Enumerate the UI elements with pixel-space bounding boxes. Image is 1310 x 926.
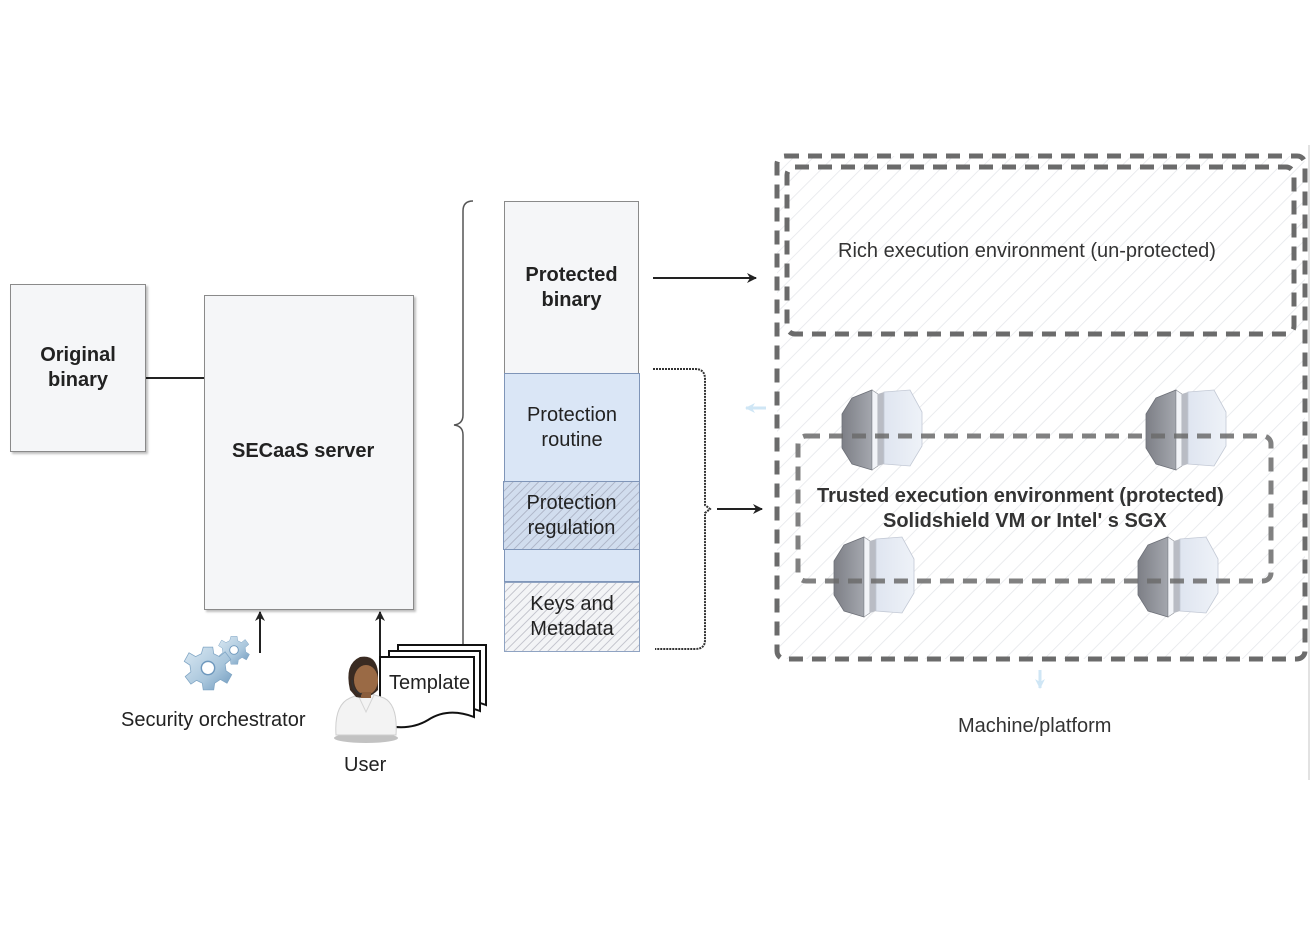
template-document-icon — [379, 644, 487, 729]
machine-platform-label: Machine/platform — [958, 715, 1112, 737]
blank-segment — [504, 549, 640, 582]
template-label: Template — [389, 672, 471, 694]
original-binary-box[interactable]: Original binary — [10, 284, 146, 452]
chip-icon-top-left — [841, 389, 923, 471]
protection-routine-label: Protection routine — [526, 404, 618, 451]
machine-platform-container — [774, 153, 1308, 662]
protection-regulation-segment[interactable]: Protection regulation — [503, 481, 640, 550]
user-avatar-icon — [334, 656, 398, 743]
protection-routine-segment[interactable]: Protection routine — [504, 373, 640, 483]
secaas-server-label: SECaaS server — [232, 440, 375, 462]
chip-icon-bottom-right — [1137, 536, 1219, 618]
rich-env-label: Rich execution environment (un-protected… — [838, 240, 1216, 262]
protected-binary-box[interactable]: Protected binary — [504, 201, 639, 374]
keys-metadata-segment[interactable]: Keys and Metadata — [504, 582, 640, 652]
original-binary-label: Original binary — [40, 344, 116, 391]
security-orchestrator-label: Security orchestrator — [121, 709, 306, 731]
protected-binary-label: Protected binary — [525, 263, 618, 311]
trusted-env-container — [795, 433, 1274, 584]
protection-regulation-label: Protection regulation — [526, 491, 617, 539]
keys-metadata-label: Keys and Metadata — [530, 593, 614, 640]
right-bracket — [653, 368, 712, 650]
user-label: User — [344, 754, 387, 776]
trusted-env-label-line1: Trusted execution environment (protected… — [817, 485, 1224, 507]
trusted-env-label-line2: Solidshield VM or Intel' s SGX — [883, 510, 1167, 532]
rich-env-container — [784, 164, 1297, 337]
left-brace — [453, 200, 474, 645]
secaas-server-box[interactable] — [204, 295, 414, 610]
chip-icon-top-right — [1145, 389, 1227, 471]
orchestrator-gears-icon — [183, 635, 250, 691]
chip-icon-bottom-left — [833, 536, 915, 618]
